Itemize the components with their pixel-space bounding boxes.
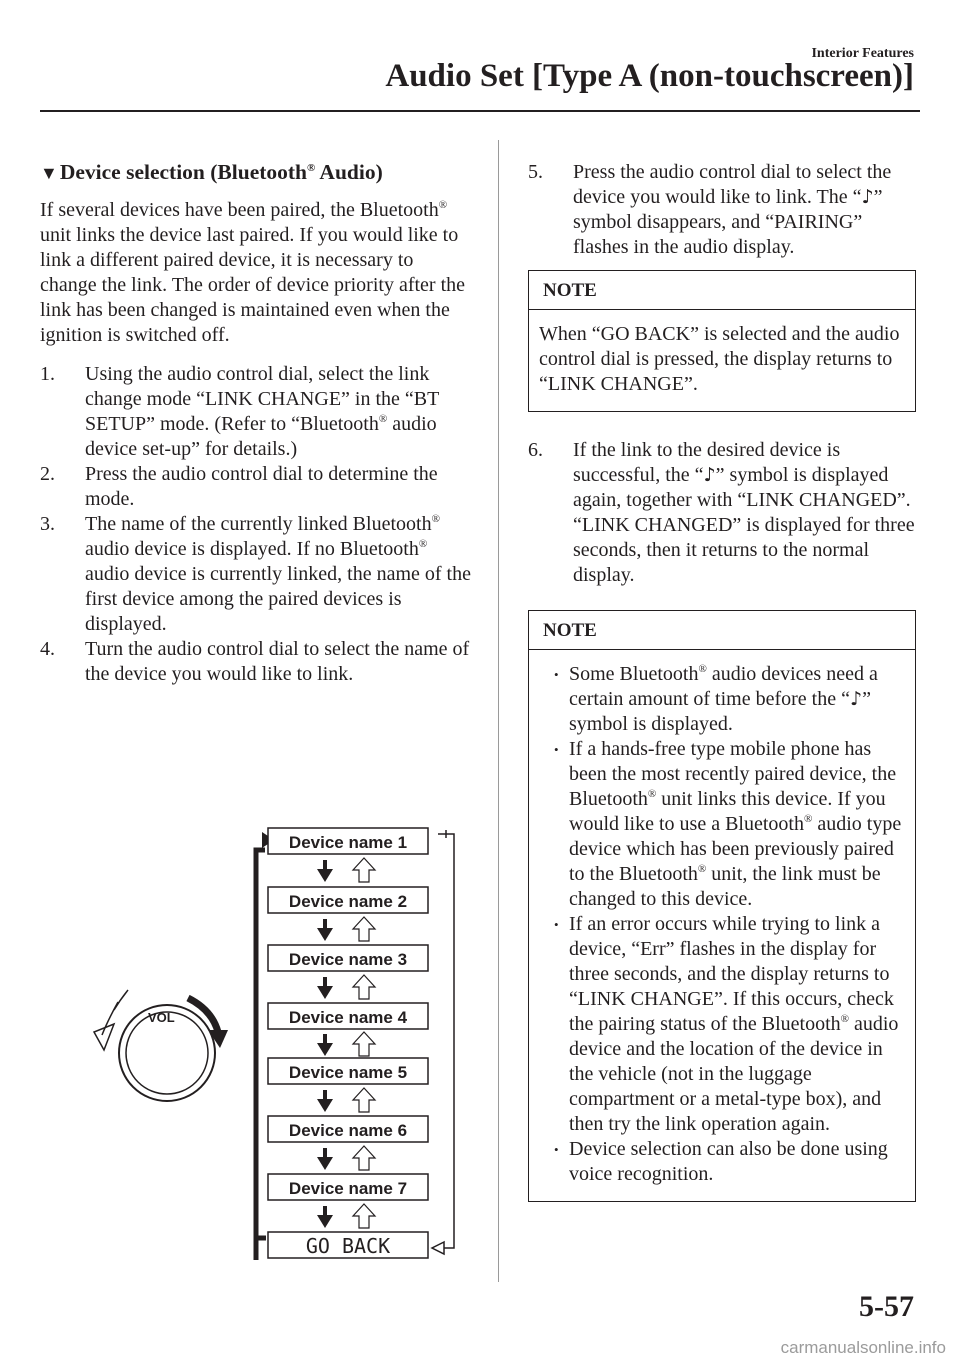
header-section: Interior Features	[811, 46, 914, 61]
note-item: If an error occurs while trying to link …	[539, 912, 905, 1137]
note-item: Some Bluetooth® audio devices need a cer…	[539, 662, 905, 737]
section-title: ▼Device selection (Bluetooth® Audio)	[40, 160, 383, 184]
steps-list-right-2: 6.If the link to the desired device is s…	[528, 438, 916, 588]
page-title: Audio Set [Type A (non-touchscreen)]	[385, 58, 914, 94]
note-item: Device selection can also be done using …	[539, 1137, 905, 1187]
page-number: 5-57	[859, 1290, 914, 1323]
go-back-label: GO BACK	[306, 1234, 390, 1258]
note-box-1: NOTE When “GO BACK” is selected and the …	[528, 270, 916, 412]
device-name-1: Device name 1	[289, 833, 407, 852]
right-column: 5.Press the audio control dial to select…	[528, 160, 916, 1228]
step-2: 2.Press the audio control dial to determ…	[40, 463, 438, 510]
right-loop-arrow	[430, 830, 455, 1256]
device-box-2: Device name 2	[267, 886, 429, 914]
device-box-1: Device name 1	[267, 827, 429, 855]
note-item: If a hands-free type mobile phone has be…	[539, 737, 905, 912]
ccw-arrow-icon	[92, 989, 129, 1052]
device-box-3: Device name 3	[267, 944, 429, 972]
music-note-icon: ♪	[703, 464, 716, 486]
cw-arrow-icon	[186, 994, 228, 1048]
arrow-pair-7	[317, 1203, 377, 1229]
step-5: 5.Press the audio control dial to select…	[528, 161, 892, 258]
device-name-6: Device name 6	[289, 1121, 407, 1140]
arrow-pair-4	[317, 1031, 377, 1057]
arrow-pair-2	[317, 916, 377, 942]
go-back-box: GO BACK	[267, 1231, 429, 1259]
step-6: 6.If the link to the desired device is s…	[528, 439, 915, 586]
note-text: When “GO BACK” is selected and the audio…	[539, 323, 900, 395]
step-1: 1.Using the audio control dial, select t…	[40, 363, 439, 460]
steps-list-right: 5.Press the audio control dial to select…	[528, 160, 916, 260]
volume-knob: VOL	[92, 989, 228, 1102]
device-box-6: Device name 6	[267, 1115, 429, 1143]
device-name-3: Device name 3	[289, 950, 407, 969]
watermark: carmanualsonline.info	[780, 1338, 946, 1357]
knob-label: VOL	[148, 1010, 175, 1025]
arrow-pair-3	[317, 974, 377, 1000]
music-note-icon: ♪	[850, 688, 863, 710]
column-divider	[498, 140, 499, 1282]
arrow-pair-5	[317, 1087, 377, 1113]
note-label: NOTE	[529, 611, 915, 650]
steps-list-left: 1.Using the audio control dial, select t…	[40, 362, 472, 687]
device-box-7: Device name 7	[267, 1173, 429, 1201]
intro-paragraph: If several devices have been paired, the…	[40, 199, 466, 346]
note-bullets: Some Bluetooth® audio devices need a cer…	[539, 662, 905, 1187]
arrow-pair-6	[317, 1145, 377, 1171]
device-selection-diagram: VOL Device name 1 Device name 2 Device n…	[92, 827, 455, 1260]
header-rule	[40, 110, 920, 112]
step-4: 4.Turn the audio control dial to select …	[40, 638, 470, 685]
arrow-pairs	[317, 857, 377, 1229]
step-3: 3.The name of the currently linked Bluet…	[40, 513, 471, 635]
music-note-icon: ♪	[861, 186, 874, 208]
left-column: ▼Device selection (Bluetooth® Audio) If …	[40, 160, 472, 687]
device-box-5: Device name 5	[267, 1057, 429, 1085]
note-box-2: NOTE Some Bluetooth® audio devices need …	[528, 610, 916, 1202]
note-label: NOTE	[529, 271, 915, 310]
triangle-icon: ▼	[40, 163, 58, 183]
device-name-5: Device name 5	[289, 1063, 407, 1082]
device-name-4: Device name 4	[289, 1008, 408, 1027]
device-name-2: Device name 2	[289, 892, 407, 911]
arrow-pair-1	[317, 857, 377, 883]
device-box-4: Device name 4	[267, 1002, 429, 1030]
device-name-7: Device name 7	[289, 1179, 407, 1198]
